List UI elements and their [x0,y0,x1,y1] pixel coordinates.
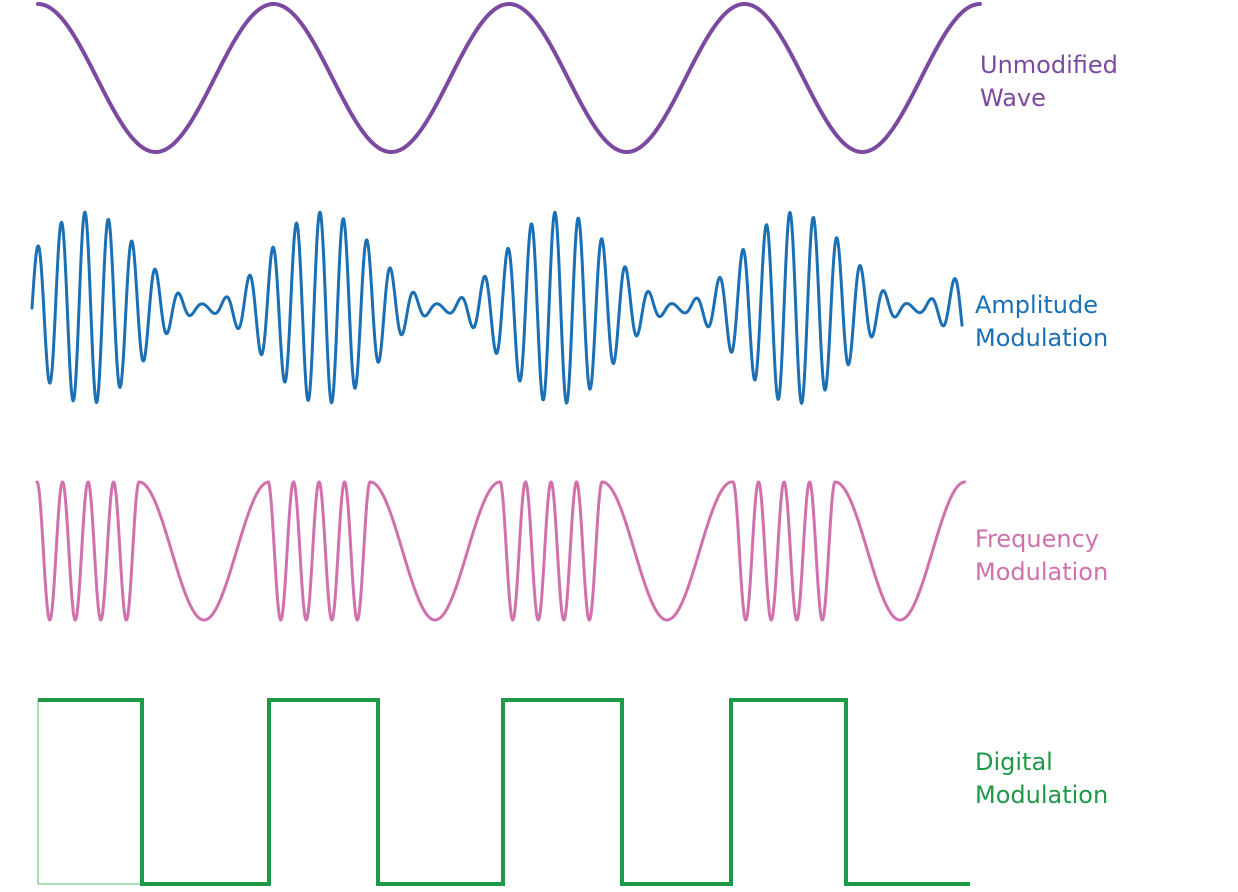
frequency-modulation-label: Frequency Modulation [975,525,1108,586]
digital-modulation-label-line-2: Modulation [975,781,1108,809]
unmodified-wave-line [36,2,982,154]
frequency-modulation-label-line-2: Modulation [975,558,1108,586]
amplitude-modulation-label-line-1: Amplitude [975,291,1098,319]
unmodified-wave-label: Unmodified Wave [980,51,1126,112]
frequency-modulation-label-line-1: Frequency [975,525,1099,553]
amplitude-modulation-label-line-2: Modulation [975,324,1108,352]
digital-modulation-wave-line [38,698,970,886]
amplitude-modulation-label: Amplitude Modulation [975,291,1108,352]
amplitude-modulation-wave-line [30,210,964,405]
frequency-modulation-wave-line [35,480,967,622]
unmodified-wave-label-line-2: Wave [980,84,1046,112]
unmodified-wave-label-line-1: Unmodified [980,51,1118,79]
digital-modulation-label: Digital Modulation [975,748,1108,809]
digital-modulation-label-line-1: Digital [975,748,1053,776]
